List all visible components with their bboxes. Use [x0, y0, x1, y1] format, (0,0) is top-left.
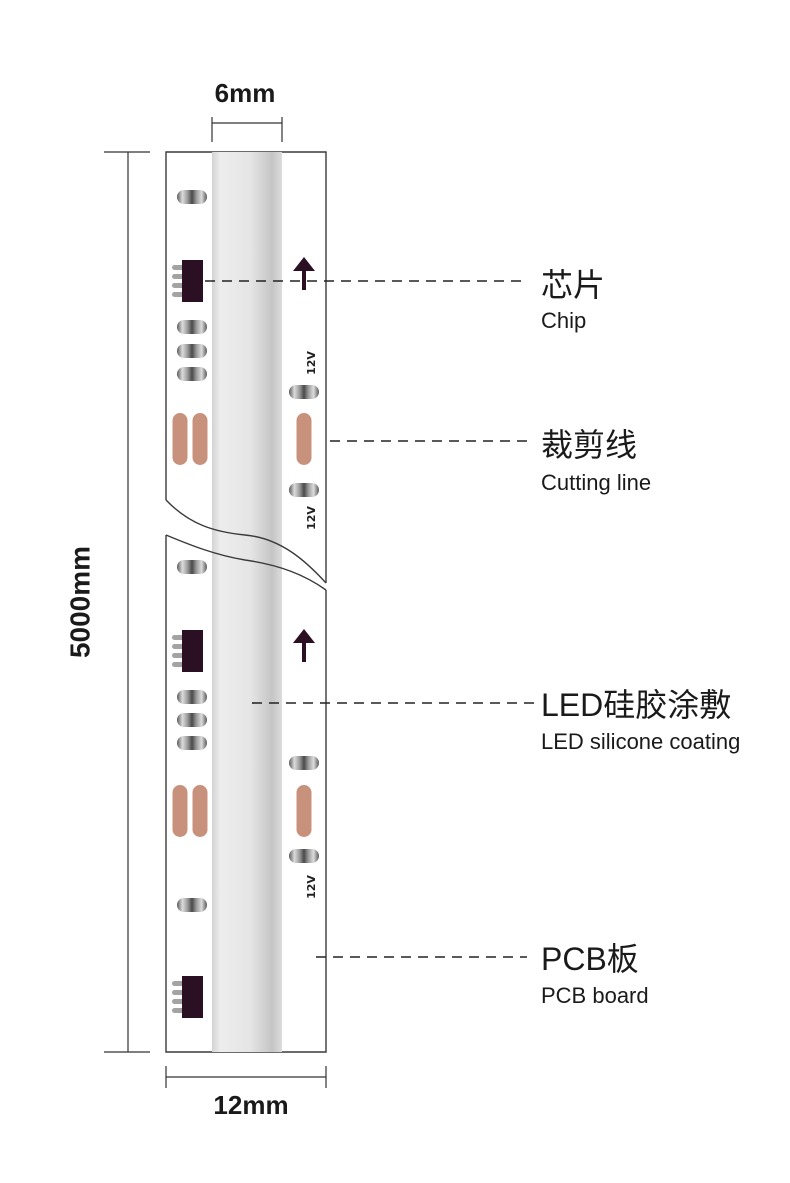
led-chip [172, 630, 203, 672]
width-12mm-label: 12mm [213, 1090, 288, 1120]
callout-silicone-coating-en: LED silicone coating [541, 729, 740, 754]
callout-silicone-coating: LED硅胶涂敷 LED silicone coating [541, 687, 740, 754]
length-5000mm-label: 5000mm [64, 546, 95, 658]
copper-pad [192, 413, 208, 465]
resistor [289, 483, 319, 497]
strip-break-wave [165, 499, 327, 591]
resistor [289, 385, 319, 399]
callout-pcb-board-zh: PCB板 [541, 941, 639, 977]
resistor [177, 690, 207, 704]
silicone-coating-band [212, 152, 282, 1052]
direction-arrow-icon [293, 257, 315, 290]
callout-cutting-line: 裁剪线 Cutting line [541, 427, 651, 495]
callout-cutting-line-zh: 裁剪线 [541, 427, 637, 463]
callout-silicone-coating-zh: LED硅胶涂敷 [541, 687, 731, 723]
copper-pad [172, 413, 188, 465]
length-dimension-line [104, 151, 150, 1053]
callout-cutting-line-en: Cutting line [541, 470, 651, 495]
copper-pad [296, 785, 312, 837]
voltage-marking: 12V [305, 351, 318, 375]
voltage-marking: 12V [305, 875, 318, 899]
resistor [177, 898, 207, 912]
direction-arrow-icon [293, 629, 315, 662]
resistor [289, 756, 319, 770]
resistor [177, 560, 207, 574]
width-6mm-dimension-line [211, 117, 283, 142]
copper-pad [296, 413, 312, 465]
resistor [177, 190, 207, 204]
callout-pcb-board-en: PCB board [541, 983, 649, 1008]
voltage-marking: 12V [305, 506, 318, 530]
resistor [177, 736, 207, 750]
width-6mm-label: 6mm [215, 78, 276, 108]
resistor [177, 367, 207, 381]
copper-pad [172, 785, 188, 837]
callout-pcb-board: PCB板 PCB board [541, 941, 649, 1008]
copper-pad [192, 785, 208, 837]
callout-chip-zh: 芯片 [541, 267, 605, 303]
callout-chip-en: Chip [541, 308, 586, 333]
resistor [177, 713, 207, 727]
resistor [177, 344, 207, 358]
led-chip [172, 260, 203, 302]
width-12mm-dimension-line [165, 1066, 327, 1088]
resistor [177, 320, 207, 334]
callout-chip: 芯片 Chip [541, 267, 605, 333]
resistor [289, 849, 319, 863]
led-chip [172, 976, 203, 1018]
